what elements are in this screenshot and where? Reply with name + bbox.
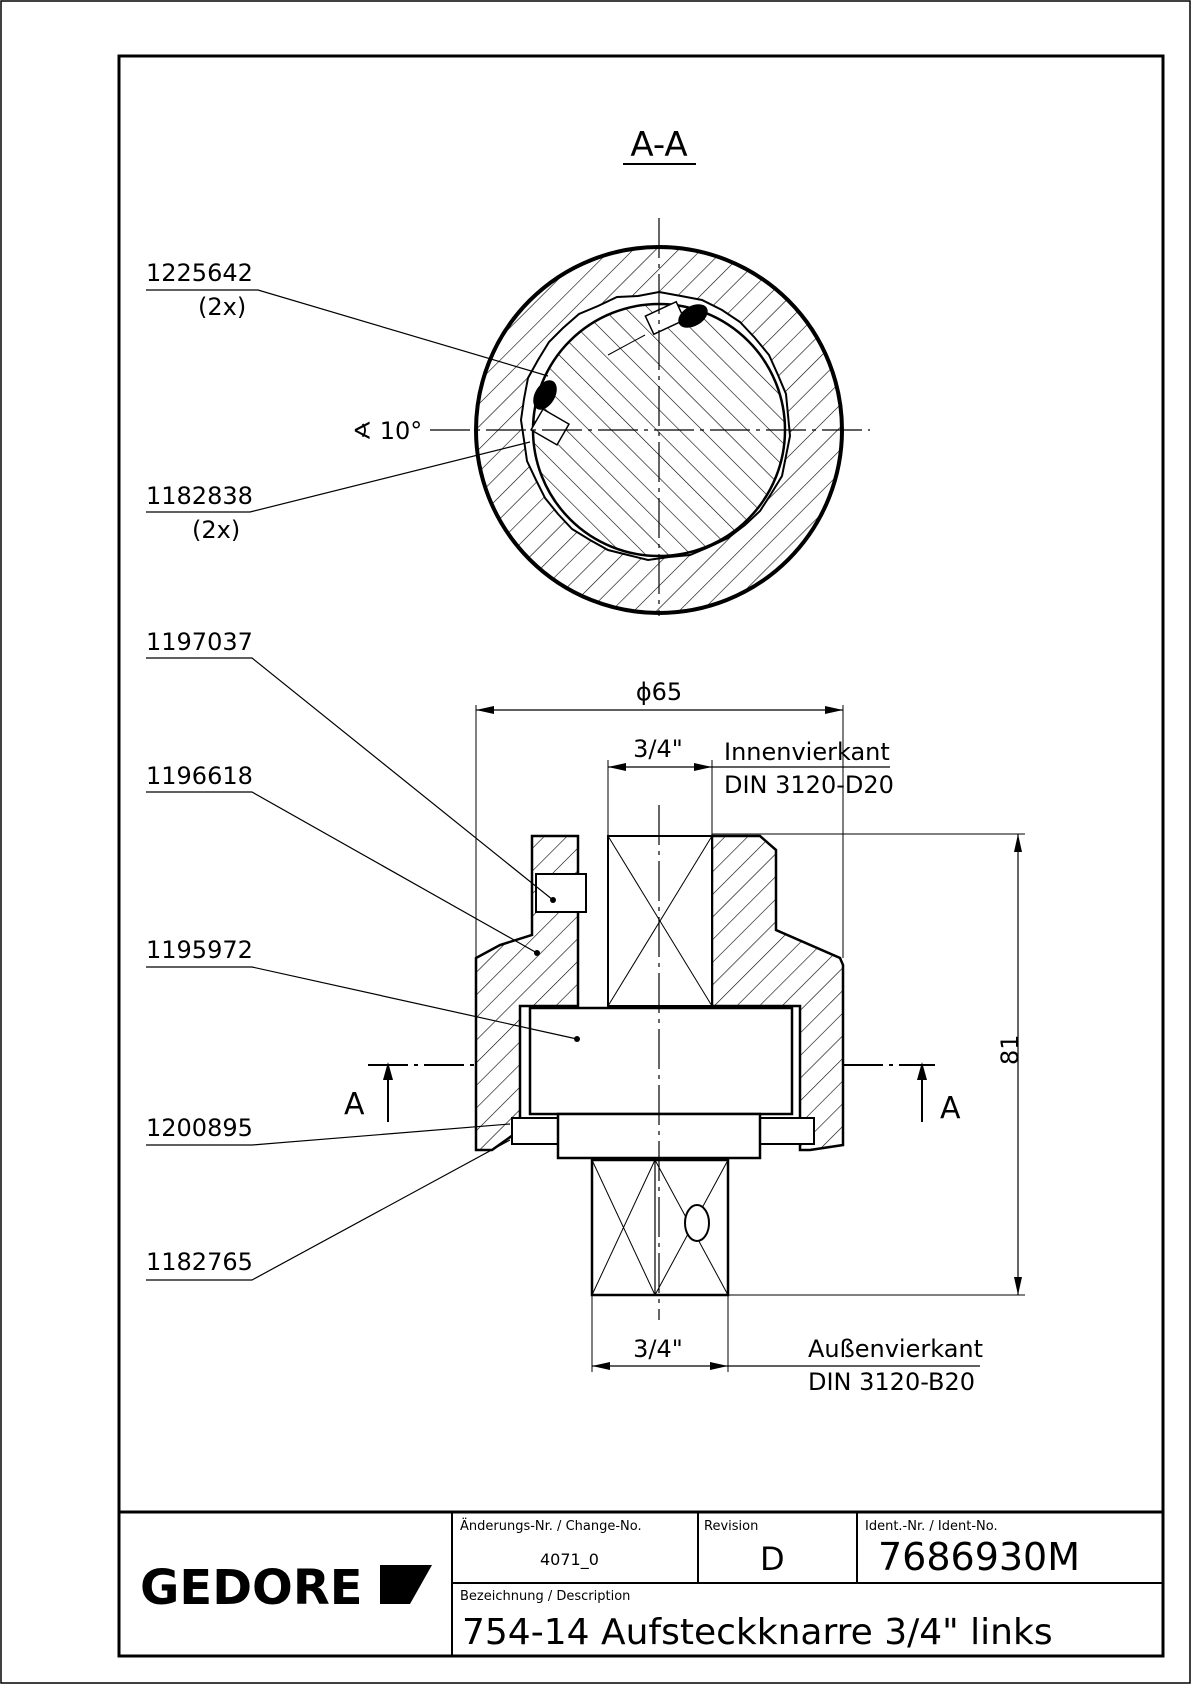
callout-1225642: 1225642 (2x) [146,259,549,377]
revision-value: D [760,1540,785,1578]
callout-1182765: 1182765 [146,1139,511,1281]
diameter-label: ϕ65 [636,678,682,706]
dimension-inner-drive: 3/4" Innenvierkant DIN 3120-D20 [607,735,894,836]
ident-value: 7686930M [878,1535,1080,1579]
section-view-a-a: A-A ∢ 10° [352,125,870,616]
housing-body [474,834,580,1152]
outer-square-std: DIN 3120-B20 [808,1368,975,1396]
outer-drive-label: 3/4" [633,1335,683,1363]
callout-number: 1197037 [146,628,253,656]
callout-number: 1182838 [146,482,253,510]
inner-square-std: DIN 3120-D20 [724,771,894,799]
inner-drive-label: 3/4" [633,735,683,763]
callout-1197037: 1197037 [146,628,554,901]
callout-number: 1182765 [146,1248,253,1276]
callout-qty: (2x) [198,293,246,321]
change-label: Änderungs-Nr. / Change-No. [460,1518,642,1534]
section-mark-right: A [940,1091,961,1126]
detent-ball [684,1204,710,1242]
inner-square-name: Innenvierkant [724,738,890,766]
dimension-diameter: ϕ65 [475,678,844,958]
ratchet-wheel-body [528,1006,794,1116]
section-cut-right: A [843,1062,961,1126]
angle-label: ∢ 10° [352,417,422,445]
section-mark-left: A [344,1087,365,1122]
callout-1200895: 1200895 [146,1114,511,1146]
title-block: GEDORE Änderungs-Nr. / Change-No. 4071_0… [117,1510,1165,1658]
revision-label: Revision [704,1519,758,1534]
housing-body-right [710,834,845,1152]
callout-number: 1196618 [146,762,253,790]
gedore-logo: GEDORE [140,1560,432,1616]
front-view: A A ϕ65 3/4" Innenvierkant DIN 3120-D [344,678,1025,1396]
pawl-screw-lower [529,380,571,446]
callout-number: 1200895 [146,1114,253,1142]
description-value: 754-14 Aufsteckknarre 3/4" links [462,1612,1053,1653]
callout-1196618: 1196618 [146,762,538,954]
description-label: Bezeichnung / Description [460,1589,630,1604]
outer-square-name: Außenvierkant [808,1335,983,1363]
ident-label: Ident.-Nr. / Ident-No. [865,1519,998,1534]
height-label: 81 [996,1034,1024,1065]
dimension-height: 81 [712,833,1025,1296]
callout-1195972: 1195972 [146,936,578,1040]
pawl-leader-inner [607,334,646,356]
callout-number: 1195972 [146,936,253,964]
section-title: A-A [630,125,687,165]
brand-name: GEDORE [140,1560,363,1616]
callout-1182838: 1182838 (2x) [146,441,531,544]
pawl-screw-upper [644,300,708,336]
section-cut-left: A [344,1062,476,1122]
change-value: 4071_0 [540,1550,599,1570]
callout-number: 1225642 [146,259,253,287]
dimension-outer-drive: 3/4" Außenvierkant DIN 3120-B20 [591,1295,983,1396]
callout-qty: (2x) [192,516,240,544]
brand-arrow-mark [380,1565,432,1604]
